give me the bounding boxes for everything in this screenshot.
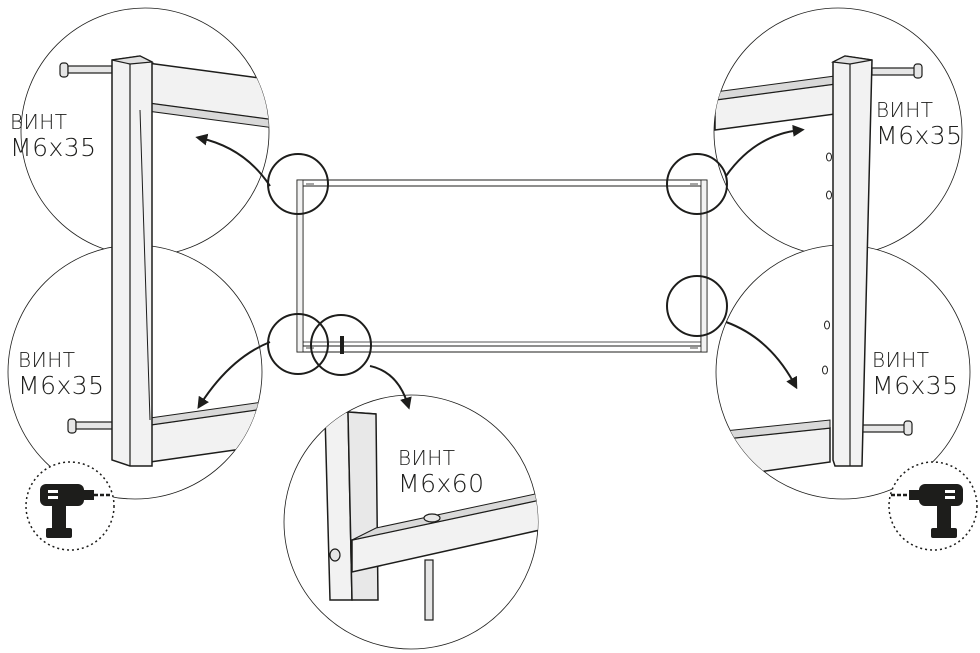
callout-word: ВИНТ [872, 348, 930, 372]
callout-bottom-left: ВИНТ M6x35 [18, 350, 105, 398]
callout-arrows [195, 124, 805, 410]
bolt-icon [329, 513, 441, 621]
callout-size: M6x35 [872, 371, 959, 400]
callout-size: M6x35 [876, 121, 963, 150]
bolt-icon [67, 418, 125, 434]
center-leg-marker [340, 336, 344, 354]
detail-bottom-center [283, 394, 539, 650]
callout-word: ВИНТ [10, 110, 68, 134]
callout-bottom-right: ВИНТ M6x35 [872, 350, 959, 398]
callout-size: M6x35 [18, 371, 105, 400]
callout-top-right: ВИНТ M6x35 [876, 100, 963, 148]
callout-size: M6x60 [398, 469, 485, 498]
drill-icon [888, 461, 978, 551]
right-post [822, 55, 873, 467]
left-post [111, 55, 155, 467]
callout-bottom-center: ВИНТ M6x60 [398, 448, 485, 496]
bolt-icon [871, 63, 923, 79]
callout-size: M6x35 [10, 133, 97, 162]
callout-word: ВИНТ [18, 348, 76, 372]
drill-icon [25, 461, 115, 551]
callout-word: ВИНТ [876, 98, 934, 122]
screw-hole-icon [822, 152, 832, 375]
callout-top-left: ВИНТ M6x35 [10, 112, 97, 160]
callout-word: ВИНТ [398, 446, 456, 470]
bolt-marker-icon [306, 183, 698, 349]
table-frame-overview [296, 179, 708, 354]
